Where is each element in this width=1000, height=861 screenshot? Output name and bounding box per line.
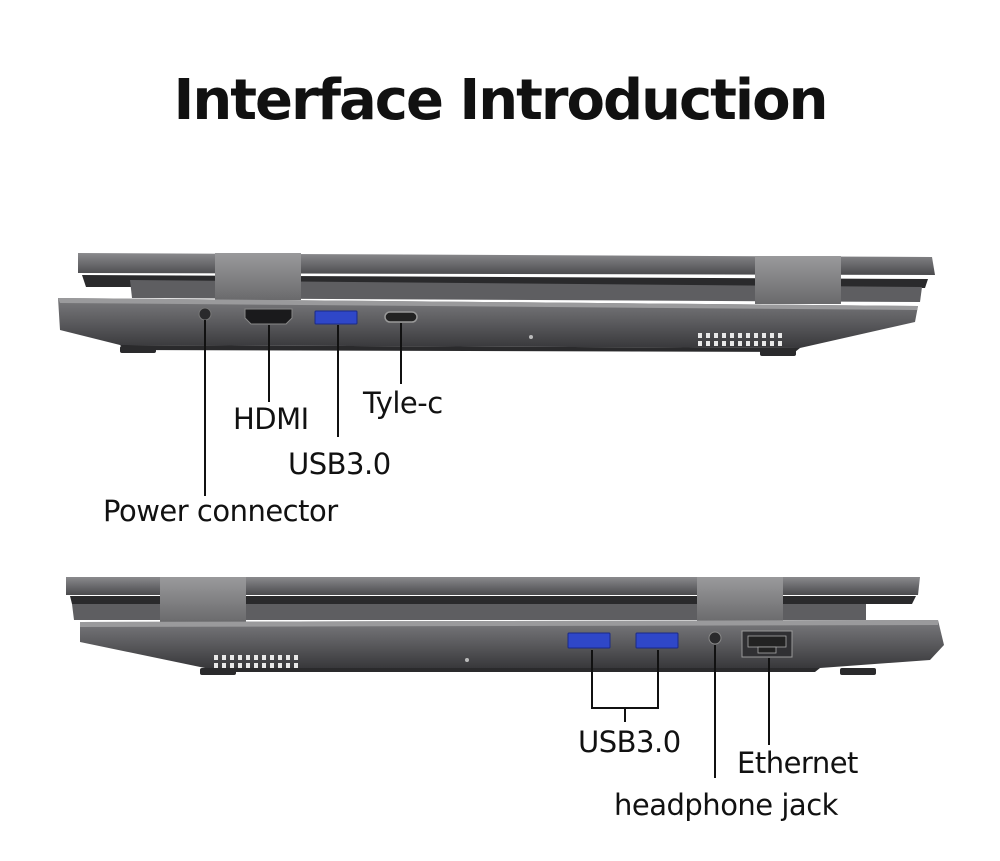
foot xyxy=(120,346,156,353)
vent xyxy=(214,655,298,668)
hinge xyxy=(215,253,301,300)
hdmi-port xyxy=(244,308,293,325)
laptop-right-side-view xyxy=(66,577,944,675)
type-c-port xyxy=(384,311,418,323)
hinge xyxy=(755,256,841,304)
indicator-led xyxy=(529,335,533,339)
usb-label-right: USB3.0 xyxy=(578,725,681,759)
foot xyxy=(760,349,796,356)
usb-label: USB3.0 xyxy=(288,447,391,481)
usb-port xyxy=(567,632,611,649)
usb-port xyxy=(314,310,358,325)
headphone-jack-port xyxy=(708,631,722,645)
leader-lines xyxy=(591,645,770,778)
headphone-jack-label: headphone jack xyxy=(614,788,838,822)
power-connector-label: Power connector xyxy=(103,494,338,528)
ethernet-label: Ethernet xyxy=(737,746,858,780)
hdmi-label: HDMI xyxy=(233,402,309,436)
indicator-led xyxy=(465,658,469,662)
power-connector-port xyxy=(198,307,212,321)
type-c-label: Tyle-c xyxy=(363,386,443,420)
leader-lines xyxy=(204,320,402,496)
ethernet-port xyxy=(741,630,793,658)
usb-port xyxy=(635,632,679,649)
page-title: Interface Introduction xyxy=(173,68,829,133)
vent xyxy=(698,333,782,346)
laptop-base xyxy=(58,298,918,352)
